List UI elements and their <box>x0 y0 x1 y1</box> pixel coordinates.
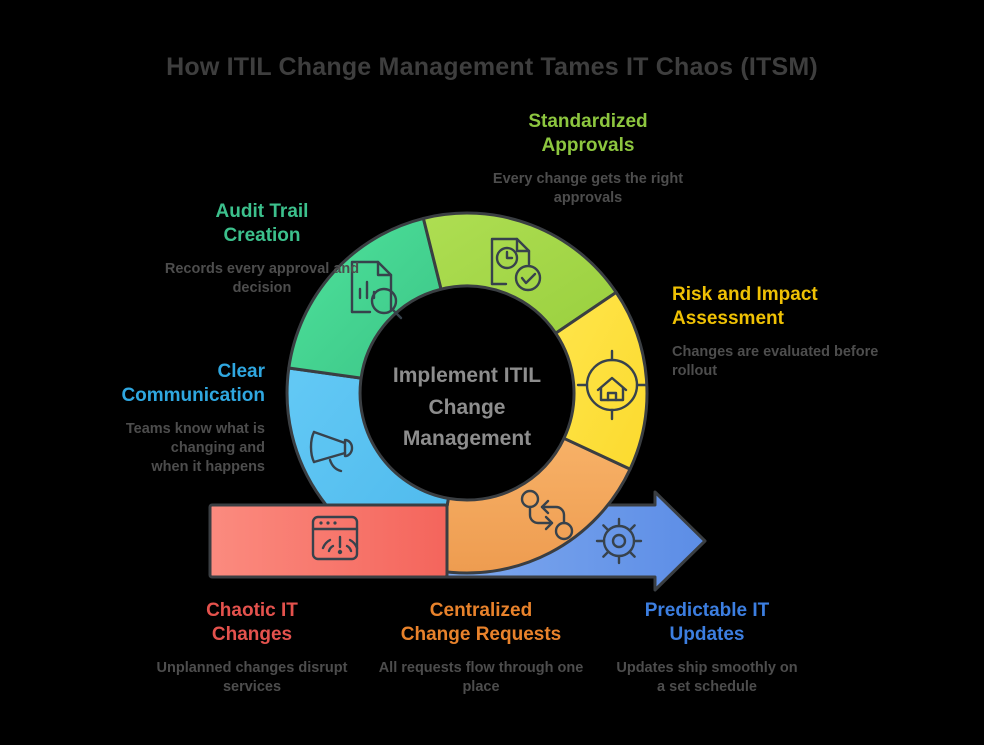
audit-document-icon <box>350 260 403 320</box>
browser-alert-icon <box>311 515 359 561</box>
label-title: Chaotic IT Changes <box>206 600 298 646</box>
label-desc: Updates ship smoothly on a set schedule <box>616 659 798 695</box>
sync-arrows-icon <box>520 489 574 541</box>
segment-risk-assessment <box>554 290 649 471</box>
label-risk-impact-assessment: Risk and Impact Assessment Changes are e… <box>672 283 907 381</box>
label-title: Risk and Impact Assessment <box>672 284 818 330</box>
label-desc: Unplanned changes disrupt services <box>156 659 348 695</box>
label-desc: All requests flow through one place <box>378 659 584 695</box>
label-desc: Records every approval and decision <box>164 260 360 296</box>
label-desc: Changes are evaluated before rollout <box>672 343 879 379</box>
label-title: Predictable IT Updates <box>644 600 770 646</box>
label-title: Centralized Change Requests <box>400 600 562 646</box>
label-title: Clear Communication <box>121 361 265 407</box>
gear-icon <box>595 517 643 565</box>
label-desc: Teams know what is changing and when it … <box>125 420 265 475</box>
label-title: Standardized Approvals <box>528 111 648 157</box>
label-clear-communication: Clear Communication Teams know what is c… <box>40 360 265 477</box>
megaphone-icon <box>309 430 354 473</box>
label-centralized-change-requests: Centralized Change Requests All requests… <box>361 599 601 697</box>
page-title: How ITIL Change Management Tames IT Chao… <box>166 53 818 81</box>
approval-document-icon <box>490 237 542 292</box>
segment-audit-trail <box>287 216 443 380</box>
label-standardized-approvals: Standardized Approvals Every change gets… <box>468 110 708 208</box>
label-desc: Every change gets the right approvals <box>492 170 684 206</box>
label-title: Audit Trail Creation <box>215 201 309 247</box>
center-text: Implement ITIL Change Management <box>392 364 542 450</box>
label-chaotic-it-changes: Chaotic IT Changes Unplanned changes dis… <box>142 599 362 697</box>
label-audit-trail-creation: Audit Trail Creation Records every appro… <box>142 200 382 298</box>
label-predictable-it-updates: Predictable IT Updates Updates ship smoo… <box>587 599 827 697</box>
target-house-icon <box>576 349 648 421</box>
